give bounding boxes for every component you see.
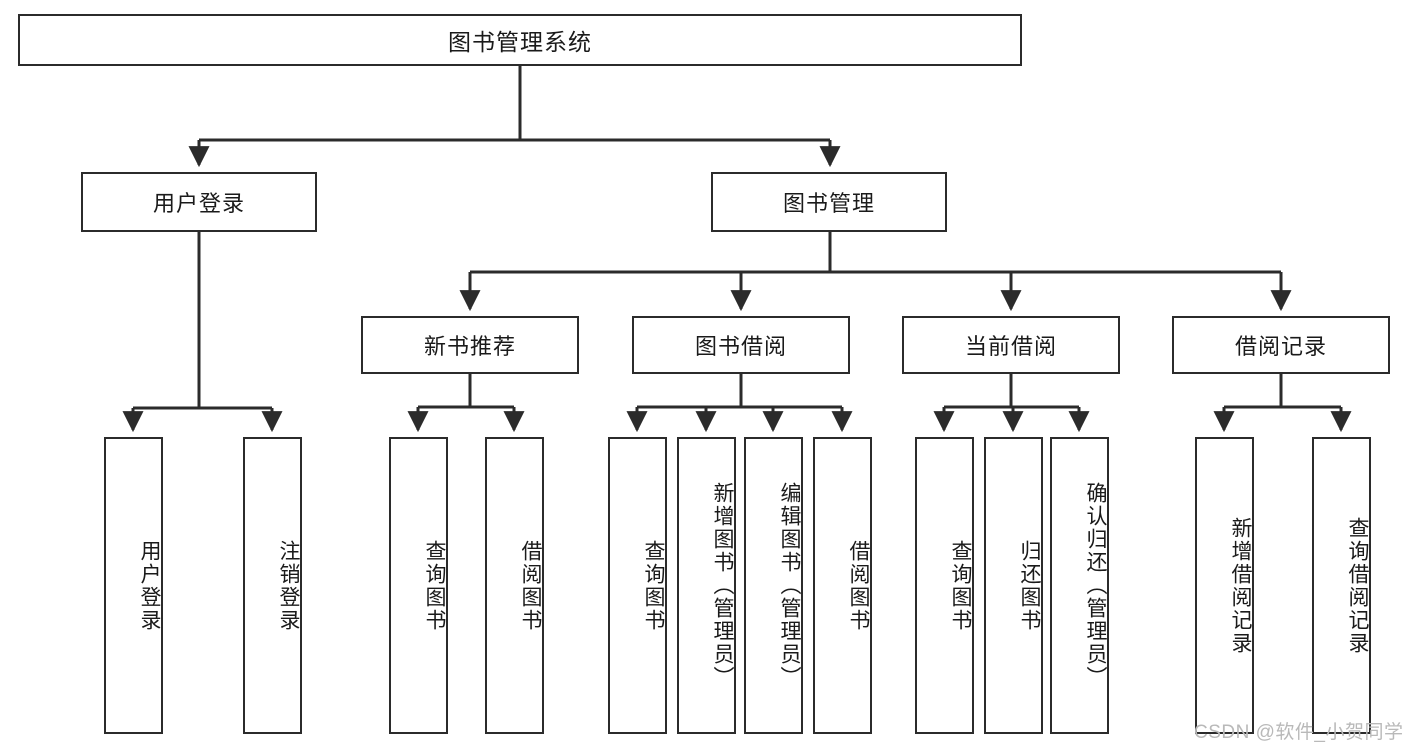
leaf-query-books-current-label: 查询图书 <box>949 539 972 632</box>
leaf-borrow-books-recommend-label: 借阅图书 <box>519 539 542 632</box>
leaf-add-book-admin[interactable]: 新增图书（管理员） <box>677 437 736 734</box>
leaf-query-books-recommend[interactable]: 查询图书 <box>389 437 448 734</box>
leaf-add-borrow-record[interactable]: 新增借阅记录 <box>1195 437 1254 734</box>
leaf-query-borrow-record-label: 查询借阅记录 <box>1346 516 1369 655</box>
leaf-return-books[interactable]: 归还图书 <box>984 437 1043 734</box>
leaf-query-books-recommend-label: 查询图书 <box>423 539 446 632</box>
node-new-book-recommend-label: 新书推荐 <box>423 334 516 359</box>
leaf-query-books-borrow-label: 查询图书 <box>642 539 665 632</box>
node-new-book-recommend[interactable]: 新书推荐 <box>361 316 579 374</box>
leaf-borrow-books-label: 借阅图书 <box>847 539 870 632</box>
leaf-borrow-books[interactable]: 借阅图书 <box>813 437 872 734</box>
leaf-query-books-borrow[interactable]: 查询图书 <box>608 437 667 734</box>
node-current-borrow[interactable]: 当前借阅 <box>902 316 1120 374</box>
node-current-borrow-label: 当前借阅 <box>964 334 1057 359</box>
leaf-edit-book-admin[interactable]: 编辑图书（管理员） <box>744 437 803 734</box>
node-book-management[interactable]: 图书管理 <box>711 172 947 232</box>
leaf-query-books-current[interactable]: 查询图书 <box>915 437 974 734</box>
leaf-user-login[interactable]: 用户登录 <box>104 437 163 734</box>
leaf-borrow-books-recommend[interactable]: 借阅图书 <box>485 437 544 734</box>
node-book-borrow[interactable]: 图书借阅 <box>632 316 850 374</box>
node-borrow-records[interactable]: 借阅记录 <box>1172 316 1390 374</box>
node-root-label: 图书管理系统 <box>448 29 592 55</box>
leaf-query-borrow-record[interactable]: 查询借阅记录 <box>1312 437 1371 734</box>
leaf-return-books-label: 归还图书 <box>1018 539 1041 632</box>
leaf-add-borrow-record-label: 新增借阅记录 <box>1229 516 1252 655</box>
leaf-user-login-label: 用户登录 <box>138 539 161 632</box>
leaf-edit-book-admin-label: 编辑图书（管理员） <box>778 482 801 689</box>
node-borrow-records-label: 借阅记录 <box>1234 334 1327 359</box>
leaf-logout[interactable]: 注销登录 <box>243 437 302 734</box>
leaf-add-book-admin-label: 新增图书（管理员） <box>711 482 734 689</box>
node-book-management-label: 图书管理 <box>782 191 875 216</box>
leaf-confirm-return-admin[interactable]: 确认归还（管理员） <box>1050 437 1109 734</box>
leaf-logout-label: 注销登录 <box>277 539 300 632</box>
node-user-login[interactable]: 用户登录 <box>81 172 317 232</box>
node-user-login-label: 用户登录 <box>152 191 245 216</box>
node-book-borrow-label: 图书借阅 <box>694 334 787 359</box>
leaf-confirm-return-admin-label: 确认归还（管理员） <box>1084 482 1107 689</box>
watermark: CSDN @软件_小贺同学 <box>1194 722 1404 743</box>
node-root[interactable]: 图书管理系统 <box>18 14 1022 66</box>
